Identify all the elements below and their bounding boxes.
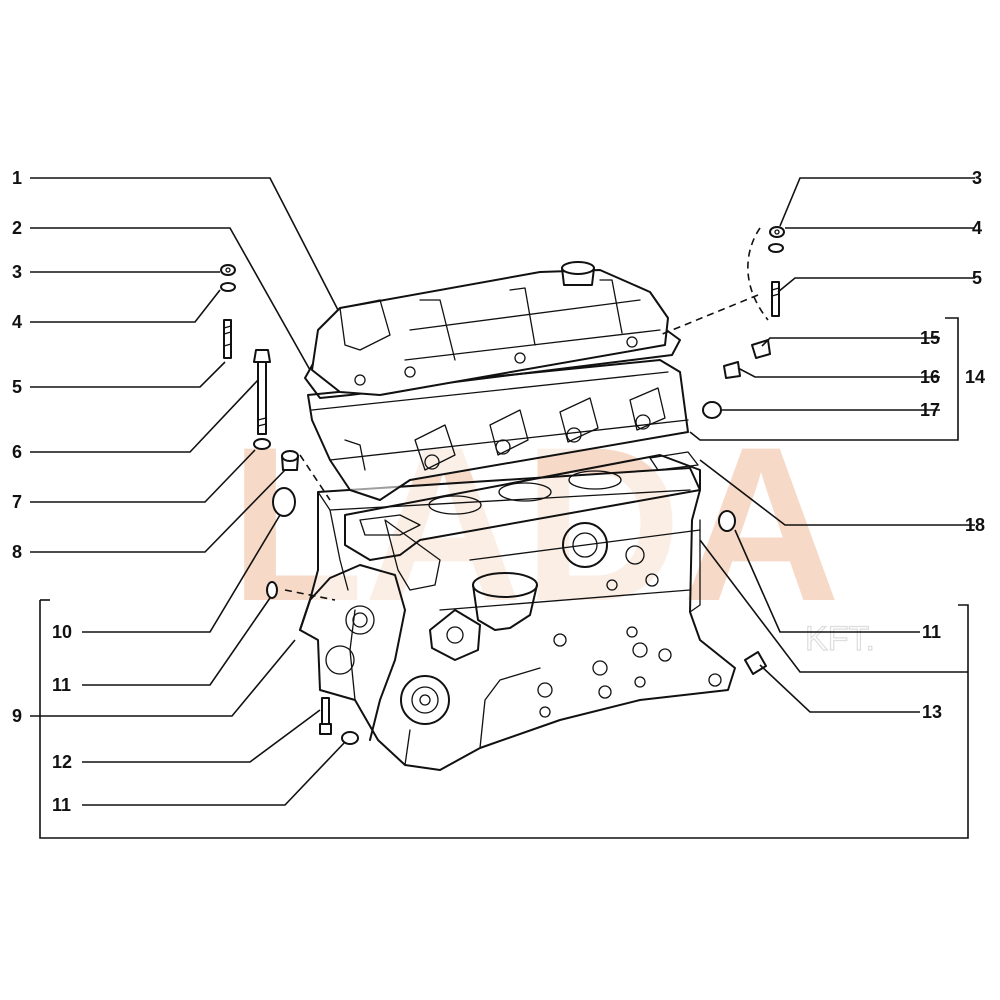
- callout-6: 6: [12, 442, 22, 462]
- callout-16: 16: [920, 367, 940, 387]
- callout-4-right: 4: [972, 218, 982, 238]
- washer-left: [220, 282, 236, 292]
- callout-11-b: 11: [52, 795, 71, 815]
- bolt-washer: [253, 438, 271, 450]
- callout-18: 18: [965, 515, 985, 535]
- washer-right: [768, 243, 784, 253]
- plug-right: [718, 510, 736, 532]
- plug-bottom: [341, 731, 359, 745]
- pan-bolt: [319, 697, 332, 735]
- callout-17: 17: [920, 400, 940, 420]
- stud-right: [771, 281, 780, 317]
- callout-11-right: 11: [922, 622, 941, 642]
- leader-lines: [30, 177, 975, 839]
- watermark-subtext: KFT.: [805, 620, 875, 658]
- oil-seal: [272, 487, 296, 517]
- callout-13: 13: [922, 702, 942, 722]
- callout-labels: 1 2 3 4 5 6 7 8 10 11 9 12 11 3 4 5 15 1…: [12, 168, 985, 815]
- callout-9: 9: [12, 706, 22, 726]
- valve-guide: [702, 401, 722, 419]
- valve-stem-cap: [751, 339, 771, 359]
- cylinder-block: [299, 467, 736, 771]
- callout-15: 15: [920, 328, 940, 348]
- callout-3-right: 3: [972, 168, 982, 188]
- install-guide-left: [299, 454, 331, 501]
- callout-5-left: 5: [12, 377, 22, 397]
- callout-7: 7: [12, 492, 22, 512]
- dowel-bush: [281, 450, 299, 471]
- install-guide-head: [659, 294, 759, 336]
- valve-cover: [311, 261, 669, 396]
- callout-12: 12: [52, 752, 72, 772]
- callout-11-a: 11: [52, 675, 71, 695]
- stud-left: [223, 319, 232, 359]
- callout-5-right: 5: [972, 268, 982, 288]
- valve-stem-seal: [723, 361, 741, 379]
- plug-left: [266, 581, 278, 599]
- install-guide-seal: [284, 589, 336, 601]
- nut-right: [769, 226, 785, 238]
- callout-14: 14: [965, 367, 985, 387]
- callout-1: 1: [12, 168, 22, 188]
- callout-10: 10: [52, 622, 72, 642]
- install-guide-right: [747, 227, 769, 321]
- callout-2: 2: [12, 218, 22, 238]
- head-gasket: [344, 451, 701, 591]
- head-bolt: [253, 349, 271, 435]
- cylinder-head: [307, 359, 689, 501]
- callout-8: 8: [12, 542, 22, 562]
- nut-left: [220, 264, 236, 276]
- callout-4-left: 4: [12, 312, 22, 332]
- rear-bush: [744, 651, 767, 675]
- callout-3-left: 3: [12, 262, 22, 282]
